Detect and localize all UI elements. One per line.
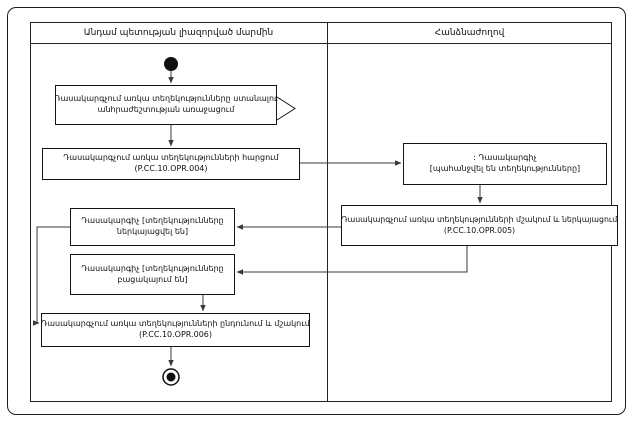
object-classifier-presented-state: Դասակարգիչ [տեղեկությունները ներկայացվել… (70, 208, 235, 246)
lane-title-right: Հանձնաժողով (434, 27, 505, 38)
initial-node (164, 57, 178, 71)
object-classifier-presented-line2: ներկայացվել են] (116, 227, 189, 236)
object-classifier-absent-state: Դասակարգիչ [տեղեկությունները բացակայում … (70, 254, 235, 295)
lane-header-authorized-body: Անդամ պետության լիազորված մարմին (30, 22, 327, 44)
action-request-information-code: (P.CC.10.OPR.004) (134, 164, 208, 173)
object-classifier-requested-state: : Դասակարգիչ [պահանջվել են տեղեկությունն… (403, 143, 607, 185)
swimlane-separator (327, 22, 328, 402)
action-process-and-present-line1: Դասակարգչում առկա տեղեկությունների մշակո… (341, 214, 618, 224)
action-request-information-line1: Դասակարգչում առկա տեղեկությունների հարցո… (63, 153, 279, 163)
object-classifier-presented-line1: Դասակարգիչ [տեղեկությունները (81, 216, 224, 226)
object-classifier-absent-line2: բացակայում են] (117, 274, 188, 284)
object-classifier-name: : Դասակարգիչ (473, 153, 537, 163)
action-accept-and-process-code: (P.CC.10.OPR.006) (138, 330, 212, 339)
action-need-arises-line1: Դասակարգչում առկա տեղեկությունները ստանա… (54, 94, 278, 104)
final-node-core (166, 372, 176, 382)
action-process-and-present-opr005: Դասակարգչում առկա տեղեկությունների մշակո… (341, 205, 618, 246)
lane-title-left: Անդամ պետության լիազորված մարմին (83, 27, 274, 38)
object-classifier-absent-line1: Դասակարգիչ [տեղեկությունները (81, 263, 224, 273)
connector-box3-to-box5 (33, 226, 70, 326)
action-process-and-present-code: (P.CC.10.OPR.005) (443, 225, 516, 235)
send-signal-chevron-icon (276, 96, 296, 121)
action-accept-and-process-opr006: Դասակարգչում առկա տեղեկությունների ընդու… (41, 313, 310, 347)
connector-r2-to-box4 (236, 246, 468, 275)
action-request-information-opr004: Դասակարգչում առկա տեղեկությունների հարցո… (42, 148, 300, 180)
lane-header-commission: Հանձնաժողով (327, 22, 612, 44)
action-accept-and-process-line1: Դասակարգչում առկա տեղեկությունների ընդու… (41, 319, 310, 329)
action-need-arises-line2: անհրաժեշտության առաջացում (97, 105, 235, 114)
object-classifier-state: [պահանջվել են տեղեկությունները] (429, 164, 581, 173)
action-need-arises: Դասակարգչում առկա տեղեկությունները ստանա… (54, 85, 278, 125)
